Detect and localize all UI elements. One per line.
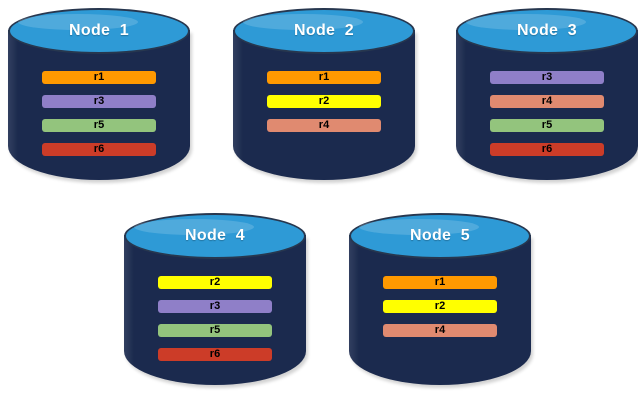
node-label: Node 5	[410, 227, 470, 244]
record-label: r1	[434, 276, 446, 288]
record-bar[interactable]: r1	[383, 276, 497, 289]
node-cylinder-5[interactable]: r1 r2 r4 Node 5	[349, 213, 531, 389]
record-bar[interactable]: r4	[490, 95, 604, 108]
record-label: r4	[541, 95, 553, 107]
record-list: r1 r2 r4	[267, 71, 381, 143]
record-bar[interactable]: r3	[490, 71, 604, 84]
record-label: r3	[93, 95, 105, 107]
record-bar[interactable]: r5	[158, 324, 272, 337]
record-list: r1 r3 r5 r6	[42, 71, 156, 167]
record-label: r2	[318, 95, 330, 107]
record-bar[interactable]: r3	[42, 95, 156, 108]
record-bar[interactable]: r6	[42, 143, 156, 156]
record-bar[interactable]: r2	[383, 300, 497, 313]
node-cylinder-4[interactable]: r2 r3 r5 r6 Node 4	[124, 213, 306, 389]
record-label: r6	[93, 143, 105, 155]
record-bar[interactable]: r3	[158, 300, 272, 313]
record-list: r1 r2 r4	[383, 276, 497, 348]
record-label: r3	[541, 71, 553, 83]
record-label: r5	[541, 119, 553, 131]
record-bar[interactable]: r2	[267, 95, 381, 108]
record-list: r2 r3 r5 r6	[158, 276, 272, 372]
node-label: Node 1	[69, 22, 129, 39]
record-bar[interactable]: r4	[267, 119, 381, 132]
node-label: Node 2	[294, 22, 354, 39]
record-label: r5	[93, 119, 105, 131]
record-label: r5	[209, 324, 221, 336]
record-label: r4	[318, 119, 330, 131]
record-label: r1	[93, 71, 105, 83]
record-bar[interactable]: r4	[383, 324, 497, 337]
node-cylinder-3[interactable]: r3 r4 r5 r6 Node 3	[456, 8, 638, 184]
record-bar[interactable]: r6	[158, 348, 272, 361]
record-label: r2	[209, 276, 221, 288]
record-bar[interactable]: r1	[267, 71, 381, 84]
record-label: r2	[434, 300, 446, 312]
node-label: Node 4	[185, 227, 245, 244]
record-label: r6	[209, 348, 221, 360]
record-label: r6	[541, 143, 553, 155]
record-bar[interactable]: r5	[490, 119, 604, 132]
record-bar[interactable]: r5	[42, 119, 156, 132]
record-label: r3	[209, 300, 221, 312]
node-cylinder-2[interactable]: r1 r2 r4 Node 2	[233, 8, 415, 184]
record-label: r1	[318, 71, 330, 83]
record-label: r4	[434, 324, 446, 336]
node-cylinder-1[interactable]: r1 r3 r5 r6 Node 1	[8, 8, 190, 184]
record-bar[interactable]: r2	[158, 276, 272, 289]
node-label: Node 3	[517, 22, 577, 39]
record-bar[interactable]: r1	[42, 71, 156, 84]
record-bar[interactable]: r6	[490, 143, 604, 156]
record-list: r3 r4 r5 r6	[490, 71, 604, 167]
